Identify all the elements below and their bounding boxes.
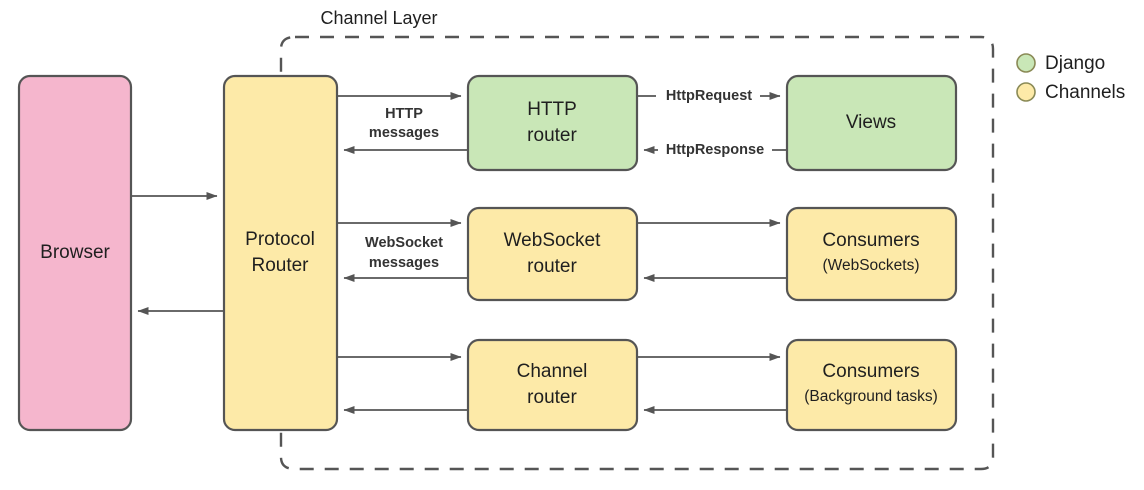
channels-color-swatch-icon — [1016, 82, 1036, 102]
consumers-websockets-sublabel: (WebSockets) — [822, 257, 919, 274]
edge-http-router-to-views: HttpRequest — [637, 87, 781, 105]
node-http-router[interactable]: HTTP router — [466, 74, 639, 172]
channel-layer-boundary: Channel Layer — [279, 8, 995, 471]
browser-label: Browser — [40, 242, 110, 263]
node-channel-router[interactable]: Channel router — [466, 338, 639, 432]
legend-label-django: Django — [1045, 53, 1105, 74]
views-label: Views — [846, 112, 896, 133]
views-box[interactable] — [785, 74, 958, 172]
legend: Django Channels — [1016, 53, 1125, 103]
node-consumers-background[interactable]: Consumers (Background tasks) — [785, 338, 958, 432]
channel-router-label-line1: Channel — [517, 361, 588, 382]
channel-router-box[interactable] — [466, 338, 639, 432]
consumers-websockets-label: Consumers — [822, 230, 919, 251]
consumers-background-box[interactable] — [785, 338, 958, 432]
protocol-router-label-line1: Protocol — [245, 229, 315, 250]
protocol-router-label-line2: Router — [251, 255, 309, 276]
legend-label-channels: Channels — [1045, 82, 1125, 103]
websocket-messages-label-line2: messages — [369, 255, 439, 271]
http-router-label-line2: router — [527, 125, 577, 146]
http-messages-label-line1: HTTP — [385, 106, 423, 122]
websocket-messages-label-line1: WebSocket — [365, 235, 443, 251]
http-request-label: HttpRequest — [666, 88, 752, 104]
channel-layer-boundary-path — [279, 35, 995, 471]
edge-views-to-http-router: HttpResponse — [643, 141, 787, 159]
http-messages-label-line2: messages — [369, 125, 439, 141]
consumers-background-sublabel: (Background tasks) — [804, 388, 938, 405]
channel-layer-title: Channel Layer — [320, 8, 437, 28]
http-router-box[interactable] — [466, 74, 639, 172]
consumers-background-label: Consumers — [822, 361, 919, 382]
websocket-router-box[interactable] — [466, 206, 639, 302]
http-router-label-line1: HTTP — [527, 99, 577, 120]
channel-router-label-line2: router — [527, 387, 577, 408]
django-color-swatch-icon — [1016, 53, 1036, 73]
node-views[interactable]: Views — [785, 74, 958, 172]
browser-box[interactable] — [17, 74, 133, 432]
protocol-router-box[interactable] — [222, 74, 339, 432]
consumers-websockets-box[interactable] — [785, 206, 958, 302]
http-response-label: HttpResponse — [666, 142, 764, 158]
node-websocket-router[interactable]: WebSocket router — [466, 206, 639, 302]
node-consumers-websockets[interactable]: Consumers (WebSockets) — [785, 206, 958, 302]
edge-label-websocket-messages: WebSocket messages — [349, 232, 459, 271]
websocket-router-label-line1: WebSocket — [504, 230, 602, 251]
edge-label-http-messages: HTTP messages — [369, 106, 439, 141]
node-browser[interactable]: Browser — [17, 74, 133, 432]
legend-item-channels: Channels — [1016, 82, 1125, 103]
websocket-router-label-line2: router — [527, 256, 577, 277]
legend-item-django: Django — [1016, 53, 1105, 74]
node-protocol-router[interactable]: Protocol Router — [222, 74, 339, 432]
